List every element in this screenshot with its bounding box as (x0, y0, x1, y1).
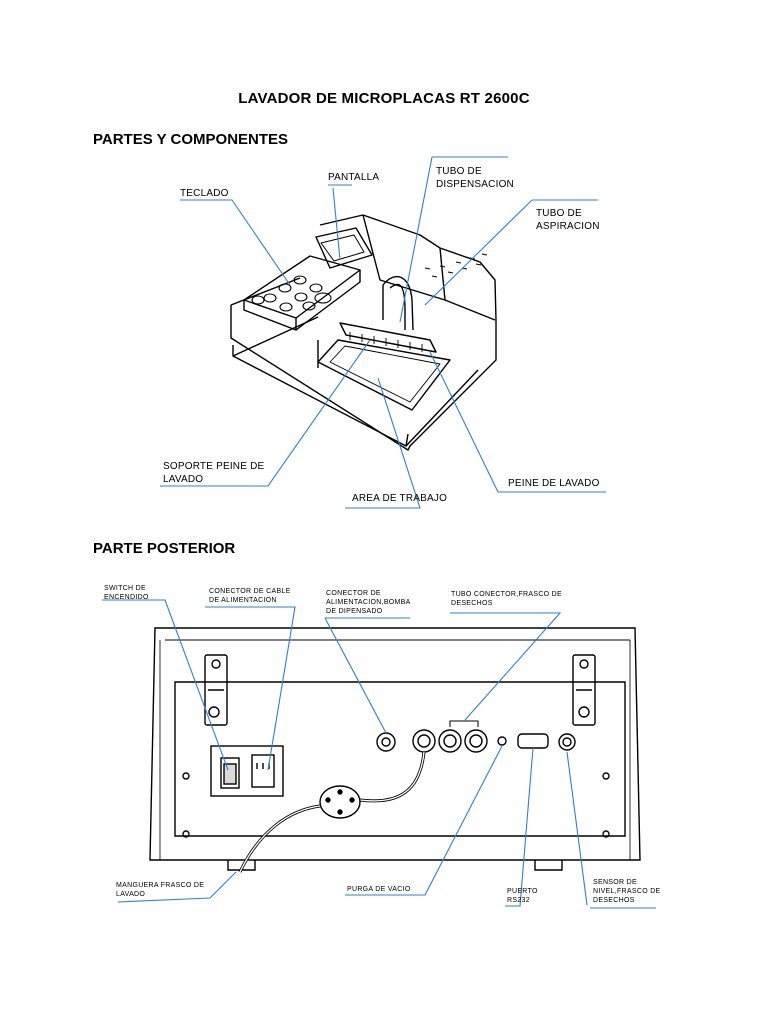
label-line: PUERTO (507, 888, 538, 895)
label-tubo-dispensacion: TUBO DE DISPENSACION (436, 165, 514, 191)
label-line: PEINE DE LAVADO (508, 478, 600, 489)
label-puerto-rs232: PUERTO RS232 (507, 887, 538, 905)
label-line: SWITCH DE (104, 585, 146, 592)
label-sensor-nivel: SENSOR DE NIVEL,FRASCO DE DESECHOS (593, 878, 661, 905)
section-partes-componentes: PARTES Y COMPONENTES (93, 131, 289, 148)
document-title: LAVADOR DE MICROPLACAS RT 2600C (238, 90, 530, 107)
label-manguera: MANGUERA FRASCO DE LAVADO (116, 881, 204, 899)
label-switch-encendido: SWITCH DE ENCENDIDO (104, 584, 149, 602)
section-parte-posterior: PARTE POSTERIOR (93, 540, 236, 557)
label-tubo-aspiracion: TUBO DE ASPIRACION (536, 207, 600, 233)
label-line: NIVEL,FRASCO DE (593, 888, 661, 895)
label-teclado-text: TECLADO (180, 188, 229, 199)
label-line: ASPIRACION (536, 221, 600, 232)
label-purga-vacio: PURGA DE VACIO (347, 885, 411, 894)
front-device-illustration (230, 214, 497, 451)
label-area-trabajo: AREA DE TRABAJO (352, 492, 447, 505)
label-line: CONECTOR DE (326, 590, 381, 597)
label-pantalla: PANTALLA (328, 171, 379, 184)
label-line: LAVADO (163, 474, 204, 485)
label-conector-bomba: CONECTOR DE ALIMENTACION,BOMBA DE DIPENS… (326, 589, 411, 616)
label-line: PURGA DE VACIO (347, 886, 411, 893)
label-line: MANGUERA FRASCO DE (116, 882, 205, 889)
label-line: TUBO DE (536, 208, 582, 219)
label-line: DE DIPENSADO (326, 608, 383, 615)
label-line: AREA DE TRABAJO (352, 493, 448, 504)
label-line: SOPORTE PEINE DE (163, 461, 265, 472)
label-line: SENSOR DE (593, 879, 637, 886)
label-line: RS232 (507, 897, 530, 904)
label-peine-lavado: PEINE DE LAVADO (508, 477, 600, 490)
label-pantalla-text: PANTALLA (328, 172, 380, 183)
label-line: TUBO DE (436, 166, 482, 177)
label-line: DESECHOS (451, 600, 493, 607)
leader-lines (102, 156, 656, 909)
label-conector-cable: CONECTOR DE CABLE DE ALIMENTACION (209, 587, 291, 605)
label-teclado: TECLADO (180, 187, 229, 200)
label-line: ENCENDIDO (104, 594, 149, 601)
label-tubo-conector: TUBO CONECTOR,FRASCO DE DESECHOS (451, 590, 562, 608)
label-line: DESECHOS (593, 897, 635, 904)
label-line: LAVADO (116, 891, 146, 898)
label-line: DISPENSACION (436, 179, 514, 190)
label-line: TUBO CONECTOR,FRASCO DE (451, 591, 563, 598)
rear-panel-illustration (149, 627, 641, 873)
label-line: DE ALIMENTACION (209, 597, 277, 604)
label-line: CONECTOR DE CABLE (209, 588, 291, 595)
label-soporte-peine: SOPORTE PEINE DE LAVADO (163, 460, 264, 486)
label-line: ALIMENTACION,BOMBA (326, 599, 411, 606)
